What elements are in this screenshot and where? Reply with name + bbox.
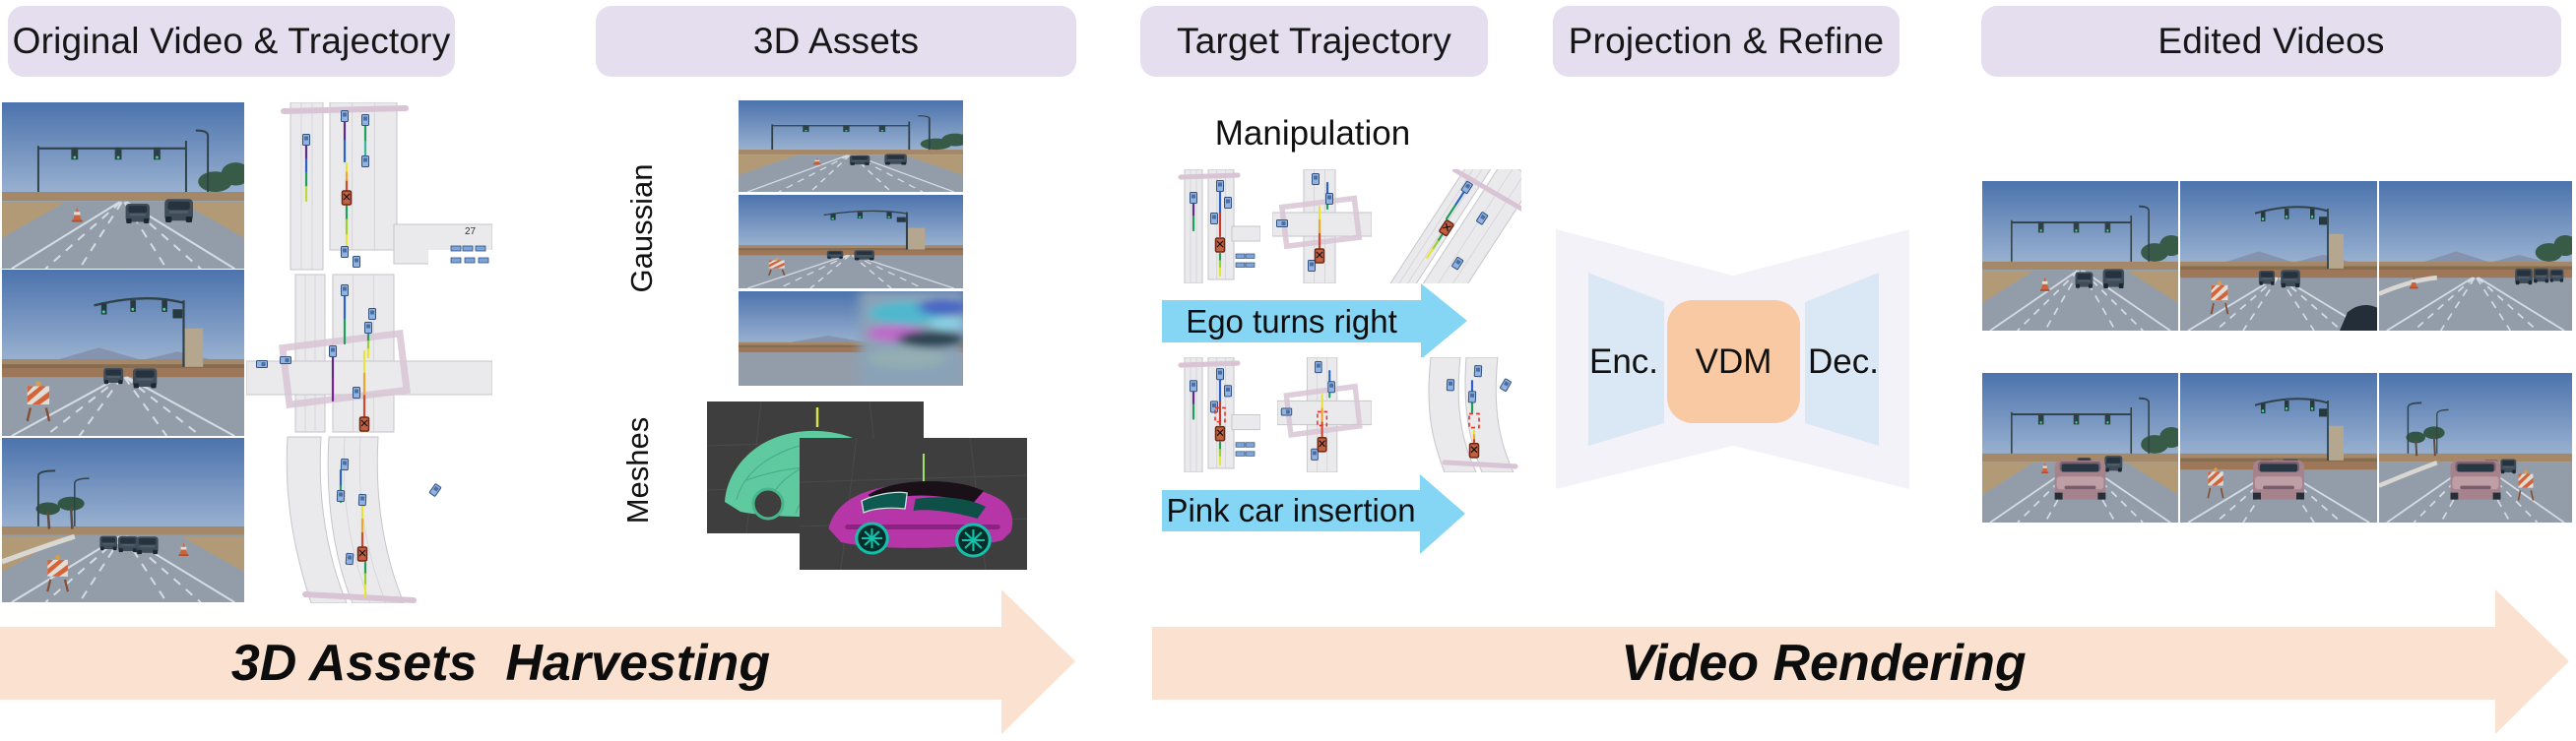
target-map-row2-thumb1 xyxy=(1169,357,1260,472)
encoder-decoder-diagram xyxy=(1556,229,1909,489)
target-map-row2-thumb2 xyxy=(1277,357,1372,472)
edited-video-row1-frame3 xyxy=(2379,181,2572,331)
edited-video-row1-frame2 xyxy=(2180,181,2377,331)
original-video-frame-3 xyxy=(2,438,244,602)
meshes-label: Meshes xyxy=(620,416,655,525)
vdm-label: VDM xyxy=(1695,342,1772,381)
decoder-trapezoid xyxy=(1805,273,1879,446)
target-map-row1-thumb2 xyxy=(1272,169,1372,283)
edited-video-row2-frame1 xyxy=(1982,373,2178,523)
header-edited-videos: Edited Videos xyxy=(1981,6,2561,77)
header-3d-assets: 3D Assets xyxy=(596,6,1076,77)
edited-video-row1-frame1 xyxy=(1982,181,2178,331)
encoder-label: Enc. xyxy=(1588,342,1659,381)
manipulation-caption: Manipulation xyxy=(1214,114,1411,153)
svg-text:27: 27 xyxy=(465,226,477,237)
target-map-row2-thumb3 xyxy=(1376,357,1521,472)
vdm-box xyxy=(1667,300,1800,423)
harvesting-stage-label: 3D Assets Harvesting xyxy=(230,635,771,692)
trajectory-bev-map: 27 xyxy=(246,102,492,603)
header-projection-refine: Projection & Refine xyxy=(1553,6,1900,77)
gaussian-render-frame-3 xyxy=(739,291,963,386)
edited-video-row2-frame3 xyxy=(2379,373,2572,523)
header-target-trajectory: Target Trajectory xyxy=(1140,6,1488,77)
original-video-frame-2 xyxy=(2,270,244,436)
header-original-video-trajectory: Original Video & Trajectory xyxy=(8,6,455,77)
gaussian-label: Gaussian xyxy=(624,163,659,293)
target-map-row1-thumb3 xyxy=(1374,169,1521,283)
edited-video-row2-frame2 xyxy=(2180,373,2377,523)
mesh-pink-car-image xyxy=(800,438,1027,570)
pink-car-insertion-arrow-label: Pink car insertion xyxy=(1166,492,1416,528)
target-map-row1-thumb1 xyxy=(1169,169,1260,283)
ego-turns-right-arrow-label: Ego turns right xyxy=(1186,302,1397,340)
rendering-stage-label: Video Rendering xyxy=(1621,635,2027,692)
gaussian-render-frame-2 xyxy=(739,195,963,288)
decoder-label: Dec. xyxy=(1808,342,1879,381)
gaussian-render-frame-1 xyxy=(739,100,963,192)
original-video-frame-1 xyxy=(2,102,244,269)
encoder-trapezoid xyxy=(1588,273,1664,446)
